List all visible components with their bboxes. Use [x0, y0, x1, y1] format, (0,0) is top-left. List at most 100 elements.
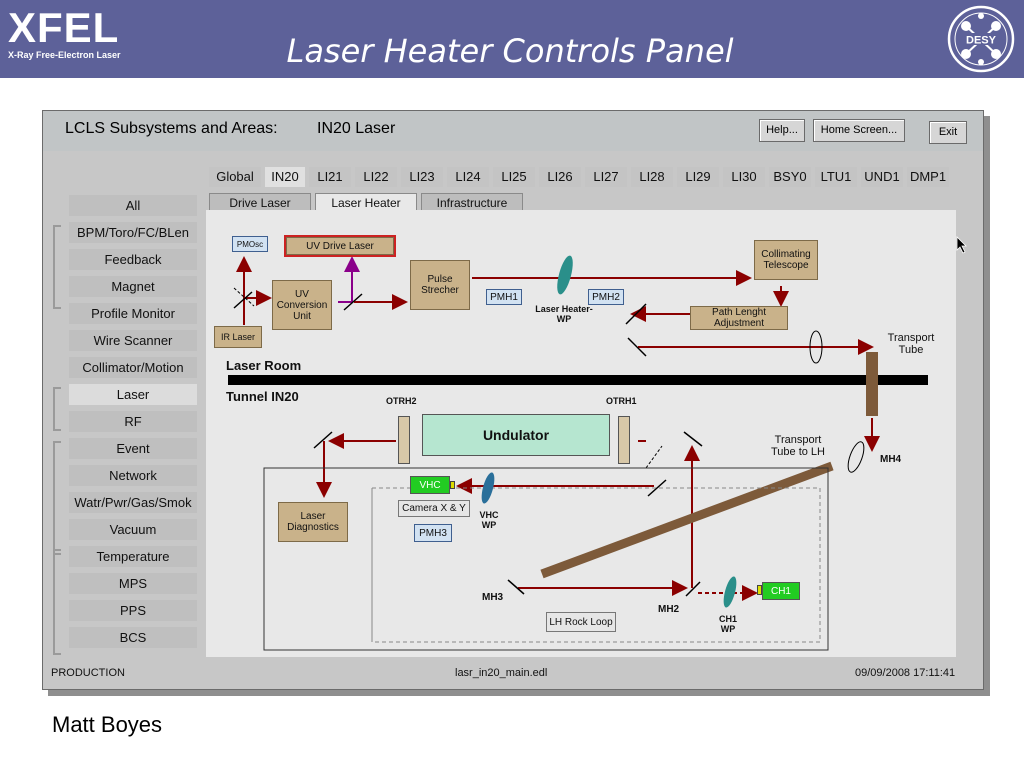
area-tab[interactable]: LI27 — [585, 167, 627, 187]
menu-item[interactable]: Vacuum — [69, 519, 197, 540]
ch1-wp-icon[interactable] — [720, 574, 740, 610]
pulse-strecher-button[interactable]: Pulse Strecher — [410, 260, 470, 310]
laser-heater-wp-label: Laser Heater-WP — [535, 304, 593, 324]
xfel-logo-subtitle: X-Ray Free-Electron Laser — [8, 50, 121, 60]
slide-title: Laser Heater Controls Panel — [286, 32, 734, 70]
menu-bracket — [53, 549, 61, 655]
menu-item[interactable]: PPS — [69, 600, 197, 621]
menu-item[interactable]: Laser — [69, 384, 197, 405]
mirror — [683, 431, 703, 447]
xfel-logo: XFEL X-Ray Free-Electron Laser — [6, 4, 136, 64]
vhc-indicator — [450, 481, 455, 489]
pmosc-button[interactable]: PMOsc — [232, 236, 268, 252]
menu-item[interactable]: Collimator/Motion — [69, 357, 197, 378]
area-tab[interactable]: LI30 — [723, 167, 765, 187]
sub-tab[interactable]: Infrastructure — [421, 193, 523, 213]
mirror — [625, 303, 647, 325]
otrh2-screen[interactable] — [398, 416, 410, 464]
menu-item[interactable]: RF — [69, 411, 197, 432]
area-tab[interactable]: LI29 — [677, 167, 719, 187]
ch1-button[interactable]: CH1 — [762, 582, 800, 600]
status-timestamp: 09/09/2008 17:11:41 — [855, 667, 956, 679]
menu-item[interactable]: Event — [69, 438, 197, 459]
area-tab[interactable]: LI28 — [631, 167, 673, 187]
lens — [809, 330, 823, 364]
home-screen-button[interactable]: Home Screen... — [813, 119, 905, 142]
mirror — [507, 579, 525, 595]
area-tab[interactable]: LTU1 — [815, 167, 857, 187]
otrh2-label: OTRH2 — [386, 396, 417, 406]
ir-laser-button[interactable]: IR Laser — [214, 326, 262, 348]
vhc-wp-icon[interactable] — [478, 470, 498, 506]
pmh3-button[interactable]: PMH3 — [414, 524, 452, 542]
menu-item[interactable]: MPS — [69, 573, 197, 594]
area-tab[interactable]: UND1 — [861, 167, 903, 187]
area-tab[interactable]: LI23 — [401, 167, 443, 187]
area-tab[interactable]: LI26 — [539, 167, 581, 187]
area-tab[interactable]: LI24 — [447, 167, 489, 187]
menu-item[interactable]: All — [69, 195, 197, 216]
uv-drive-laser-button[interactable]: UV Drive Laser — [284, 235, 396, 257]
menu-item[interactable]: Feedback — [69, 249, 197, 270]
menu-bracket — [53, 225, 61, 309]
area-tab[interactable]: LI21 — [309, 167, 351, 187]
author-name: Matt Boyes — [52, 712, 163, 737]
transport-tube-to-lh-pipe — [540, 461, 834, 579]
menu-item[interactable]: Temperature — [69, 546, 197, 567]
area-tab[interactable]: IN20 — [265, 167, 305, 187]
status-file: lasr_in20_main.edl — [455, 667, 548, 679]
window-title-bar: LCLS Subsystems and Areas: IN20 Laser He… — [43, 111, 983, 151]
otrh1-screen[interactable] — [618, 416, 630, 464]
menu-item[interactable]: BCS — [69, 627, 197, 648]
area-tab[interactable]: DMP1 — [907, 167, 949, 187]
area-tab[interactable]: LI25 — [493, 167, 535, 187]
menu-item[interactable]: Watr/Pwr/Gas/Smok — [69, 492, 197, 513]
xfel-logo-text: XFEL — [8, 4, 120, 51]
pmh1-button[interactable]: PMH1 — [486, 289, 522, 305]
help-button[interactable]: Help... — [759, 119, 805, 142]
lh-rock-loop-button[interactable]: LH Rock Loop — [546, 612, 616, 632]
slide-header: XFEL X-Ray Free-Electron Laser Laser Hea… — [0, 0, 1024, 78]
laser-room-divider — [228, 375, 928, 385]
dashed-line — [233, 287, 255, 307]
menu-item[interactable]: Profile Monitor — [69, 303, 197, 324]
ch1-wp-label: CH1 WP — [718, 614, 737, 634]
exit-button[interactable]: Exit — [929, 121, 967, 144]
desy-logo-label: DESY — [966, 35, 997, 47]
otrh1-label: OTRH1 — [606, 396, 637, 406]
laser-room-label: Laser Room — [226, 358, 302, 373]
waveplate — [723, 576, 737, 608]
laser-diagnostics-button[interactable]: Laser Diagnostics — [278, 502, 348, 542]
area-tab[interactable]: LI22 — [355, 167, 397, 187]
menu-item[interactable]: Wire Scanner — [69, 330, 197, 351]
camera-xy-button[interactable]: Camera X & Y — [398, 500, 470, 517]
transport-tube-label: Transport Tube — [887, 332, 935, 356]
collimating-telescope-button[interactable]: Collimating Telescope — [754, 240, 818, 280]
mirror — [313, 431, 333, 449]
vhc-wp-label: VHC WP — [479, 510, 499, 530]
mirror — [627, 337, 647, 357]
uv-conversion-unit-button[interactable]: UV Conversion Unit — [272, 280, 332, 330]
pmh2-button[interactable]: PMH2 — [588, 289, 624, 305]
vhc-button[interactable]: VHC — [410, 476, 450, 494]
ch1-indicator — [757, 585, 762, 595]
menu-item[interactable]: Network — [69, 465, 197, 486]
laser-heater-wp-icon[interactable] — [552, 250, 578, 300]
waveplate — [481, 472, 495, 504]
mh4-label: MH4 — [880, 454, 902, 465]
area-tab[interactable]: BSY0 — [769, 167, 811, 187]
area-tab[interactable]: Global — [209, 167, 261, 187]
beam-paths — [228, 256, 928, 651]
menu-item[interactable]: Magnet — [69, 276, 197, 297]
path-adjustment-button[interactable]: Path Lenght Adjustment — [690, 306, 788, 330]
menu-item[interactable]: BPM/Toro/FC/BLen — [69, 222, 197, 243]
mirror — [343, 293, 363, 311]
undulator-button[interactable]: Undulator — [422, 414, 610, 456]
waveplate — [557, 255, 573, 295]
laser-heater-diagram: PMOsc UV Drive Laser IR Laser UV Convers… — [206, 210, 956, 657]
mirror — [233, 291, 253, 309]
mirror — [685, 581, 701, 597]
mh3-label: MH3 — [482, 592, 504, 603]
transport-tube-pipe — [866, 352, 878, 416]
sub-tab[interactable]: Laser Heater — [315, 193, 417, 213]
